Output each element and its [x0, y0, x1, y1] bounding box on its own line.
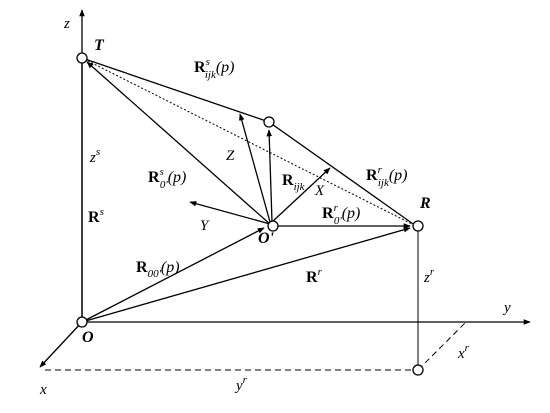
- label-R-s: Rs: [88, 206, 104, 226]
- label-local-Z: Z: [226, 148, 235, 164]
- label-R-ijk: Rijk: [282, 172, 306, 193]
- label-x-r: xr: [457, 342, 470, 362]
- node-T: [76, 52, 88, 64]
- local-Y-axis: [189, 200, 271, 225]
- label-z-axis: z: [63, 16, 70, 32]
- local-X-axis: [271, 167, 331, 223]
- label-R-r: Rr: [306, 266, 323, 286]
- edge-top-R: [268, 121, 417, 227]
- node-origin: [76, 316, 88, 328]
- label-R-00: R00'(p): [136, 259, 180, 280]
- label-O-prime: O': [258, 230, 275, 247]
- label-R: R: [419, 195, 431, 212]
- node-top: [263, 116, 275, 128]
- x-axis: [39, 321, 83, 368]
- vector-R-r: [81, 227, 411, 323]
- dotted-T-R: [83, 58, 417, 227]
- node-O-prime: [267, 220, 279, 232]
- edge-T-top: [81, 57, 270, 123]
- node-R-projection: [412, 364, 424, 376]
- label-y-axis: y: [502, 300, 511, 316]
- label-local-X: X: [314, 183, 325, 199]
- label-O: O: [82, 329, 94, 346]
- local-Z-axis: [238, 113, 271, 223]
- vector-R-ijk: [266, 129, 273, 223]
- label-z-r: zr: [423, 266, 435, 286]
- node-R: [412, 220, 424, 232]
- label-local-Y: Y: [200, 218, 210, 234]
- vector-R-00: [81, 227, 265, 323]
- label-z-s: zs: [89, 146, 100, 166]
- vector-R-s-0: [86, 61, 272, 226]
- label-x-axis: x: [39, 382, 47, 398]
- projection-line-y: [417, 321, 467, 371]
- label-T: T: [94, 37, 105, 54]
- label-y-r: yr: [234, 374, 248, 394]
